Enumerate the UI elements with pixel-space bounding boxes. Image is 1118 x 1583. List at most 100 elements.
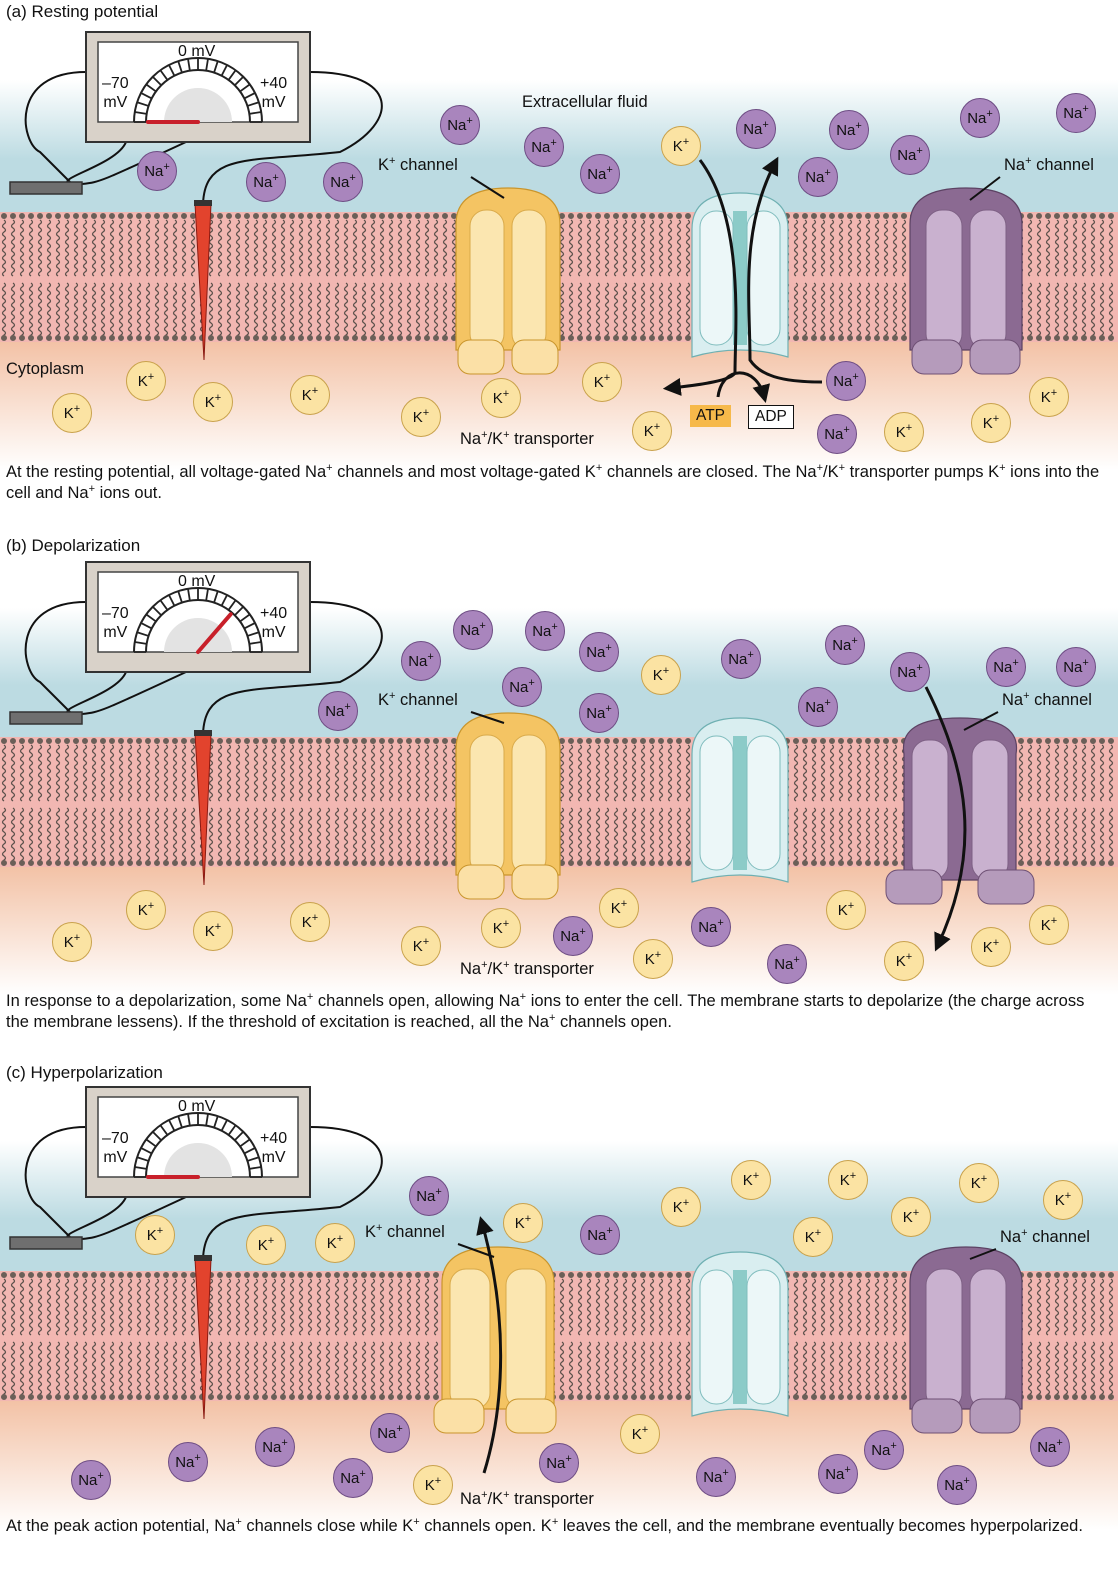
atp-hydrolysis-arrow — [716, 371, 771, 403]
sodium-ion: Na+ — [817, 414, 857, 454]
reference-electrode — [9, 181, 83, 195]
sodium-ion: Na+ — [333, 1458, 373, 1498]
panel-caption: In response to a depolarization, some Na… — [6, 991, 1085, 1032]
potassium-ion: K+ — [481, 378, 521, 418]
na-channel — [909, 187, 1023, 375]
potassium-ion: K+ — [632, 411, 672, 451]
potassium-ion: K+ — [891, 1197, 931, 1237]
sodium-ion: Na+ — [960, 98, 1000, 138]
diagram-label: Na+/K+ transporter — [460, 429, 594, 449]
potassium-ion: K+ — [959, 1163, 999, 1203]
potassium-ion: K+ — [582, 362, 622, 402]
k-influx-arrow — [662, 159, 738, 396]
potassium-ion: K+ — [126, 361, 166, 401]
diagram-label: Extracellular fluid — [522, 93, 648, 111]
potassium-ion: K+ — [315, 1223, 355, 1263]
sodium-ion: Na+ — [137, 151, 177, 191]
sodium-ion: Na+ — [890, 135, 930, 175]
potassium-ion: K+ — [126, 890, 166, 930]
sodium-ion: Na+ — [409, 1176, 449, 1216]
potassium-ion: K+ — [731, 1160, 771, 1200]
sodium-ion: Na+ — [890, 652, 930, 692]
na-influx-arrow — [924, 686, 967, 952]
diagram-label: Na+ channel — [1002, 690, 1092, 710]
na-efflux-arrow — [747, 156, 823, 384]
potassium-ion: K+ — [641, 655, 681, 695]
diagram-label: Na+/K+ transporter — [460, 959, 594, 979]
sodium-ion: Na+ — [767, 944, 807, 984]
potassium-ion: K+ — [971, 927, 1011, 967]
sodium-ion: Na+ — [691, 907, 731, 947]
potassium-ion: K+ — [401, 397, 441, 437]
panel-title: (a) Resting potential — [6, 2, 159, 21]
reference-electrode — [9, 711, 83, 725]
potassium-ion: K+ — [290, 375, 330, 415]
k-channel — [455, 187, 561, 375]
potassium-ion: K+ — [290, 902, 330, 942]
potassium-ion: K+ — [481, 908, 521, 948]
sodium-ion: Na+ — [255, 1427, 295, 1467]
potassium-ion: K+ — [246, 1225, 286, 1265]
na-k-transporter — [691, 717, 789, 883]
diagram-label: Na+ channel — [1004, 155, 1094, 175]
potassium-ion: K+ — [793, 1217, 833, 1257]
reference-electrode — [9, 1236, 83, 1250]
sodium-ion: Na+ — [440, 105, 480, 145]
diagram-label: K+ channel — [378, 155, 458, 175]
potassium-ion: K+ — [599, 888, 639, 928]
potassium-ion: K+ — [661, 1187, 701, 1227]
potassium-ion: K+ — [620, 1414, 660, 1454]
sodium-ion: Na+ — [937, 1465, 977, 1505]
potassium-ion: K+ — [633, 939, 673, 979]
sodium-ion: Na+ — [579, 632, 619, 672]
sodium-ion: Na+ — [539, 1443, 579, 1483]
sodium-ion: Na+ — [580, 154, 620, 194]
potassium-ion: K+ — [971, 403, 1011, 443]
voltmeter — [9, 561, 383, 735]
sodium-ion: Na+ — [798, 687, 838, 727]
k-channel — [433, 1246, 557, 1434]
potassium-ion: K+ — [1029, 905, 1069, 945]
potassium-ion: K+ — [884, 941, 924, 981]
sodium-ion: Na+ — [579, 693, 619, 733]
potassium-ion: K+ — [193, 911, 233, 951]
diagram-label: K+ channel — [378, 690, 458, 710]
k-channel — [455, 712, 561, 900]
sodium-ion: Na+ — [502, 667, 542, 707]
voltmeter — [9, 31, 383, 205]
atp-tag: ATP — [690, 405, 731, 427]
sodium-ion: Na+ — [826, 361, 866, 401]
sodium-ion: Na+ — [986, 647, 1026, 687]
sodium-ion: Na+ — [864, 1430, 904, 1470]
sodium-ion: Na+ — [553, 916, 593, 956]
potassium-ion: K+ — [884, 412, 924, 452]
sodium-ion: Na+ — [798, 157, 838, 197]
potassium-ion: K+ — [52, 922, 92, 962]
potassium-ion: K+ — [52, 393, 92, 433]
panel-a-drawing — [0, 31, 1118, 470]
sodium-ion: Na+ — [168, 1442, 208, 1482]
sodium-ion: Na+ — [696, 1457, 736, 1497]
sodium-ion: Na+ — [323, 162, 363, 202]
diagram-label: Cytoplasm — [6, 360, 84, 378]
diagram-label: Na+ channel — [1000, 1227, 1090, 1247]
na-channel — [909, 1246, 1023, 1434]
sodium-ion: Na+ — [818, 1454, 858, 1494]
adp-tag: ADP — [748, 405, 794, 429]
na-channel — [885, 717, 1035, 905]
potassium-ion: K+ — [193, 382, 233, 422]
sodium-ion: Na+ — [453, 610, 493, 650]
voltmeter — [9, 1086, 383, 1260]
potassium-ion: K+ — [135, 1215, 175, 1255]
sodium-ion: Na+ — [246, 162, 286, 202]
sodium-ion: Na+ — [71, 1460, 111, 1500]
potassium-ion: K+ — [826, 890, 866, 930]
sodium-ion: Na+ — [370, 1413, 410, 1453]
